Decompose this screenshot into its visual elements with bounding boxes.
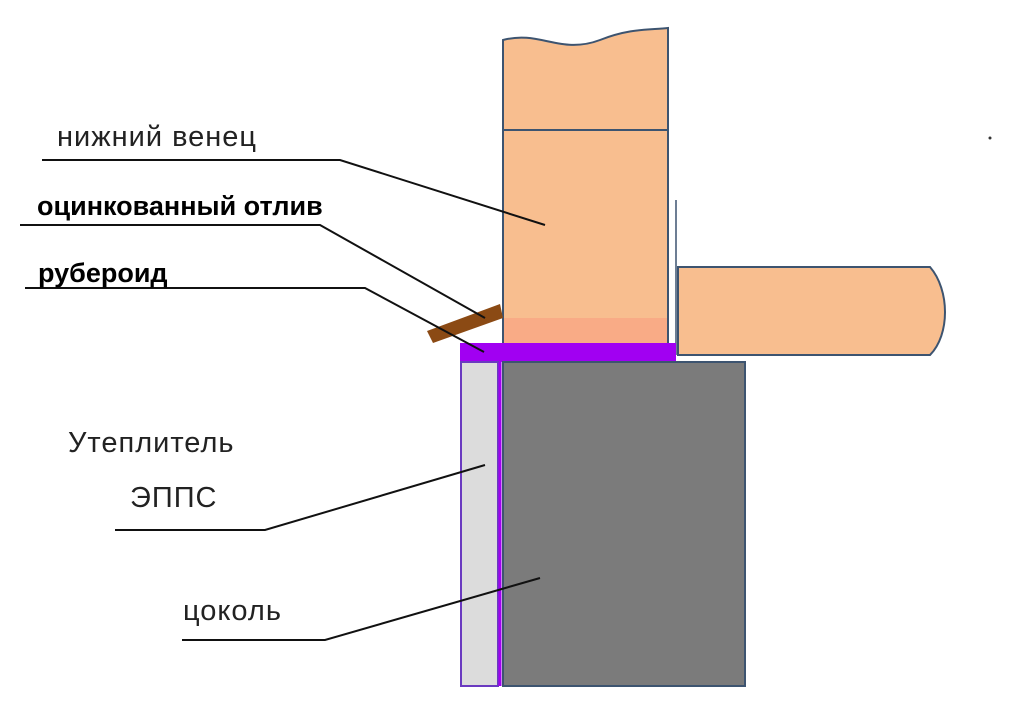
plinth-block <box>502 361 746 687</box>
label-insulation-line2: ЭППС <box>130 482 217 514</box>
label-plinth: цоколь <box>183 595 282 627</box>
leader-felt <box>25 287 485 353</box>
wall-logs <box>502 26 669 344</box>
lower-crown-bottom <box>504 318 667 343</box>
leader-flashing <box>20 224 486 319</box>
roofing-felt-layer <box>460 343 676 362</box>
galvanized-flashing <box>427 304 503 343</box>
stray-dot <box>988 136 992 140</box>
label-roofing-felt: рубероид <box>38 258 168 288</box>
floor-beam <box>677 266 946 356</box>
label-lower-crown: нижний венец <box>57 121 257 153</box>
label-insulation-line1: Утеплитель <box>68 427 234 459</box>
leader-plinth <box>182 577 541 641</box>
leader-lower-crown <box>42 159 546 226</box>
insulation-eps <box>460 361 499 687</box>
label-galvanized-flashing: оцинкованный отлив <box>37 191 323 221</box>
leader-insulation <box>115 464 486 531</box>
